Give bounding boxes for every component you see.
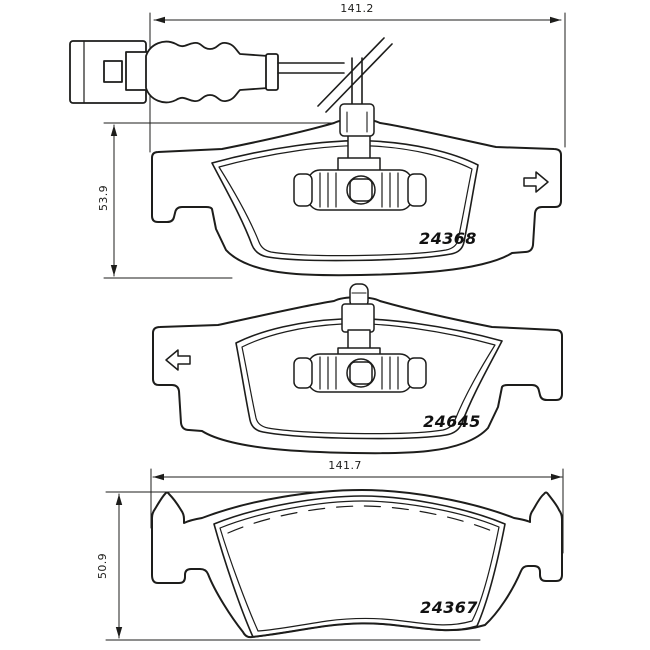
wear-sensor-connector: [69, 40, 149, 104]
pad-24645-wear-sensor: [293, 283, 427, 393]
dim-top-width-label: 141.2: [340, 2, 374, 15]
wear-sensor-boot: [145, 40, 279, 104]
dimension-lines: [103, 12, 566, 641]
dim-bottom-width-label: 141.7: [328, 459, 362, 472]
wear-sensor-wire: [277, 57, 363, 107]
pad-24367-friction: [213, 495, 506, 638]
dim-bottom-height-label: 50.9: [96, 552, 109, 580]
pad-24645-direction-arrow-left-icon: [165, 349, 191, 371]
part-number-pad-2: 24645: [423, 412, 481, 431]
pad-24368-direction-arrow-right-icon: [523, 171, 549, 193]
pad-24368-wear-sensor: [293, 103, 427, 211]
dim-top-height-label: 53.9: [97, 184, 110, 212]
wire-break-symbol: [317, 37, 393, 113]
pad-24367-backplate: [151, 489, 563, 639]
pad-24368-friction: [211, 139, 479, 262]
part-number-pad-3: 24367: [420, 598, 478, 617]
part-number-pad-1: 24368: [419, 229, 477, 248]
